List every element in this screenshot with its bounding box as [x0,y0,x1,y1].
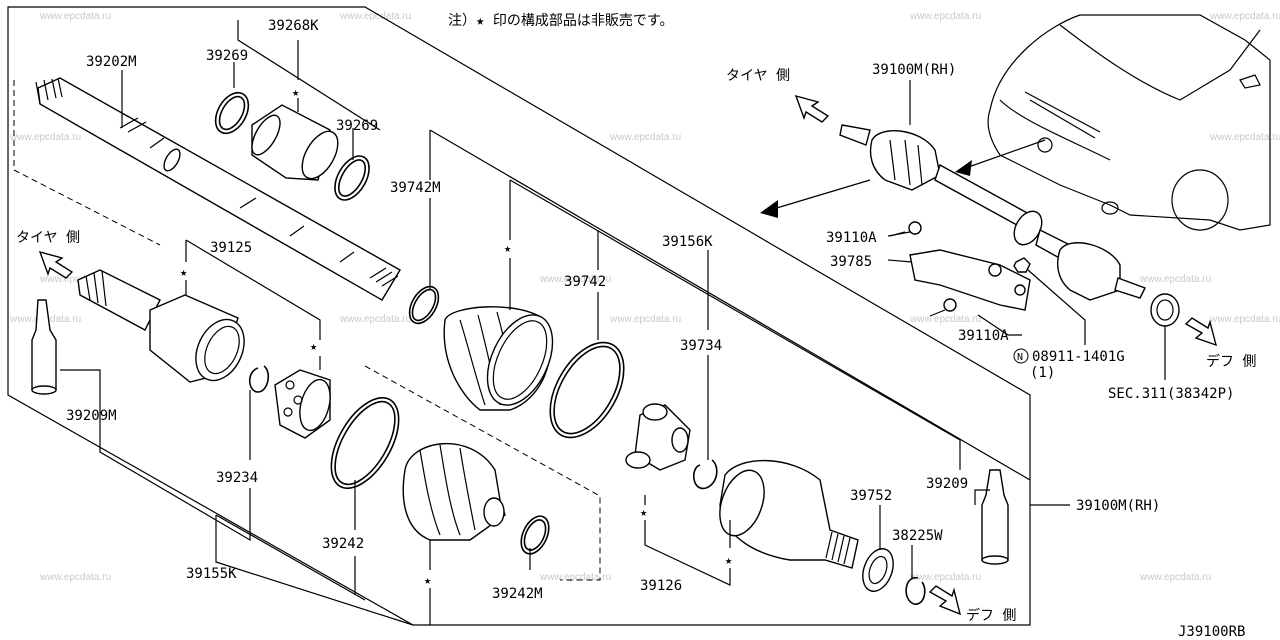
grease-tube-39209M [31,299,57,395]
star-icon: ★ [310,339,317,353]
label-39734[interactable]: 39734 [680,338,722,354]
label-39125[interactable]: 39125 [210,240,252,256]
note-text: 注）★ 印の構成部品は非販売です。 [448,13,673,29]
watermark: www.epcdata.ru [339,314,411,325]
label-39202M[interactable]: 39202M [86,54,137,70]
label-39110A-top[interactable]: 39110A [826,230,877,246]
diff-arrow-right-icon [1184,317,1218,347]
diff-side-label-right: デフ 側 [1206,353,1256,370]
part-39268K-boot [251,104,339,181]
star-icon: ★ [180,265,187,279]
watermark: www.epcdata.ru [39,11,111,22]
assembly-outline [7,6,1031,626]
watermark: www.epcdata.ru [609,132,681,143]
part-38225W-ring [905,577,926,605]
bolt-39110A-top [889,221,922,237]
label-39268K[interactable]: 39268K [268,18,319,34]
label-39209[interactable]: 39209 [926,476,968,492]
part-39742-band-large [549,341,625,439]
direction-labels: タイヤ 側 タイヤ 側 デフ 側 デフ 側 [16,68,1256,624]
label-39742M[interactable]: 39742M [390,180,441,196]
outer-joint-39155K [77,269,245,383]
diagram-code: J39100RB [1178,624,1245,640]
part-39126-tripod [625,403,691,471]
part-39785-bracket [909,249,1031,311]
tire-side-label-top: タイヤ 側 [726,68,790,84]
watermark: www.epcdata.ru [1139,274,1211,285]
watermark: www.epcdata.ru [909,572,981,583]
tire-arrow-top-icon [794,94,830,123]
direction-arrows [38,94,1218,616]
label-39100M-rh-top[interactable]: 39100M(RH) [872,62,956,78]
part-39742M-band [408,285,440,325]
label-39742[interactable]: 39742 [564,274,606,290]
watermark: www.epcdata.ru [539,572,611,583]
watermark: www.epcdata.ru [39,274,111,285]
part-39734-circlip [693,459,718,490]
overview-driveshaft [839,124,1180,327]
watermark: www.epcdata.ru [539,274,611,285]
part-39742M-boot [443,306,554,411]
star-icon: ★ [504,241,511,255]
label-39752[interactable]: 39752 [850,488,892,504]
diff-arrow-bottom-icon [928,585,962,616]
shaft-boundary-line [13,80,161,246]
label-08911-qty: (1) [1030,365,1055,381]
part-39242M-band-small [520,515,550,555]
nut-symbol-icon: N [1017,352,1023,363]
kit-39242M-outline [364,365,601,581]
label-39100M-rh[interactable]: 39100M(RH) [1076,498,1160,514]
label-39234[interactable]: 39234 [216,470,258,486]
watermark: www.epcdata.ru [609,314,681,325]
label-39110A-bottom[interactable]: 39110A [958,328,1009,344]
label-39242[interactable]: 39242 [322,536,364,552]
diff-side-label-bottom: デフ 側 [966,607,1016,624]
label-39126[interactable]: 39126 [640,578,682,594]
part-labels: 39202M 39269 39268K 39269 39742M 39125 3… [66,18,1234,602]
watermark: www.epcdata.ru [1139,572,1211,583]
watermark: www.epcdata.ru [39,572,111,583]
shaft-39202M [35,77,401,301]
watermark-layer: www.epcdata.ru www.epcdata.ru www.epcdat… [9,11,1280,583]
star-icon: ★ [725,553,732,567]
label-39269-right[interactable]: 39269 [336,118,378,134]
label-39209M[interactable]: 39209M [66,408,117,424]
part-39269a [214,91,250,135]
label-39785[interactable]: 39785 [830,254,872,270]
tire-side-label-left: タイヤ 側 [16,230,80,246]
part-39242M-boot [402,443,506,541]
vehicle-outline [987,14,1271,231]
star-icon: ★ [640,505,647,519]
inner-housing-39156K [719,459,859,569]
label-39269-top[interactable]: 39269 [206,48,248,64]
label-39156K[interactable]: 39156K [662,234,713,250]
part-39234-circlip [248,365,270,393]
part-39125-ball-cage [274,369,331,439]
part-39752-seal [862,548,894,592]
watermark: www.epcdata.ru [1209,314,1280,325]
part-39242-band [330,396,400,490]
star-icon: ★ [424,573,431,587]
label-sec311[interactable]: SEC.311(38342P) [1108,386,1234,402]
watermark: www.epcdata.ru [9,132,81,143]
watermark: www.epcdata.ru [339,11,411,22]
watermark: www.epcdata.ru [1209,132,1280,143]
label-38225W[interactable]: 38225W [892,528,943,544]
label-39242M[interactable]: 39242M [492,586,543,602]
nut-08911 [1013,257,1031,273]
watermark: www.epcdata.ru [909,314,981,325]
star-icon: ★ [292,85,299,99]
label-08911[interactable]: N 08911-1401G (1) [1013,348,1125,381]
watermark: www.epcdata.ru [1209,11,1280,22]
star-markers: ★ ★ ★ ★ ★ ★ ★ [180,85,732,587]
leader-lines [60,20,1166,626]
grease-tube-39209 [981,469,1009,565]
bolt-39110A-bottom [929,298,957,317]
tire-arrow-left-icon [38,250,74,279]
label-08911-number: 08911-1401G [1032,349,1125,365]
watermark: www.epcdata.ru [909,11,981,22]
part-39269b [334,155,370,201]
label-39155K[interactable]: 39155K [186,566,237,582]
